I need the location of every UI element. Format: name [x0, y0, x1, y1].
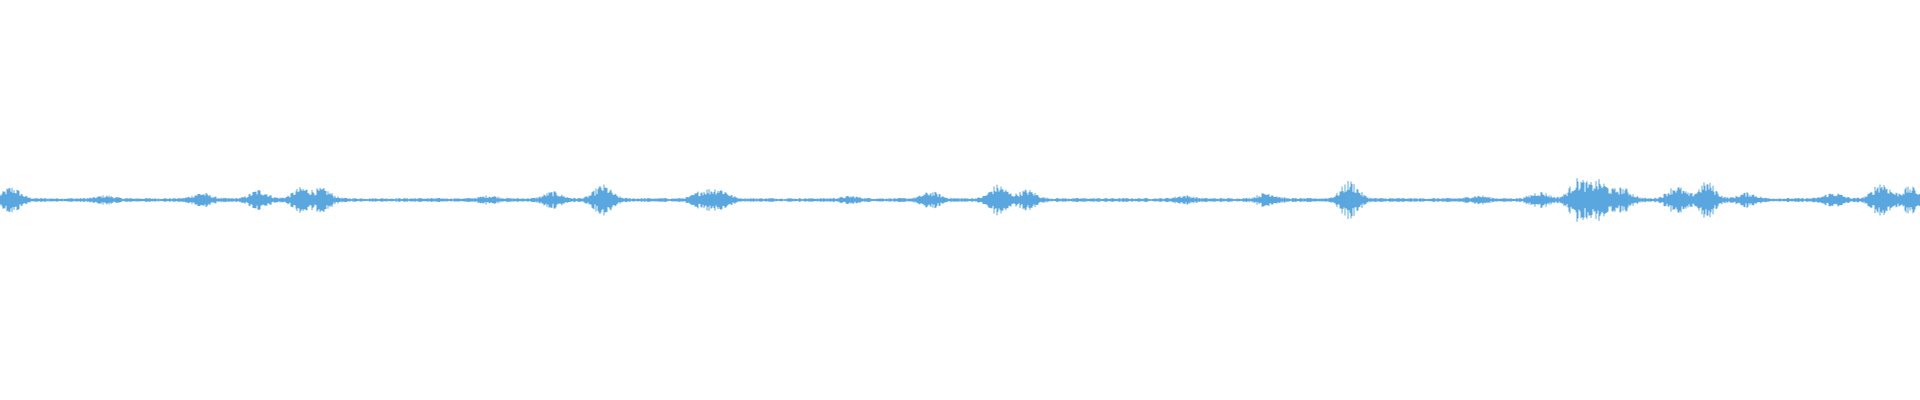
- waveform-trace: [0, 178, 1920, 222]
